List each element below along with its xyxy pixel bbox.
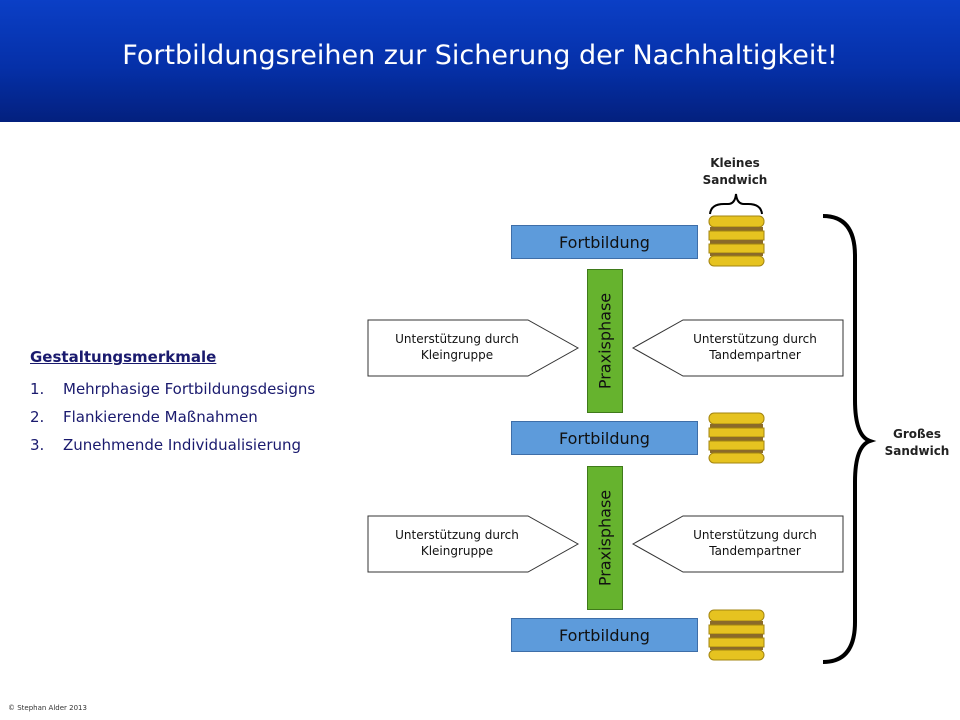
copyright-text: © Stephan Alder 2013 bbox=[8, 704, 87, 712]
big-brace bbox=[822, 214, 877, 664]
praxisphase-box-2: Praxisphase bbox=[587, 466, 623, 610]
fortbildung-box-3: Fortbildung bbox=[511, 618, 698, 652]
sandwich-icon bbox=[708, 412, 765, 464]
arrow-right-1 bbox=[631, 319, 844, 377]
praxisphase-box-1: Praxisphase bbox=[587, 269, 623, 413]
fortbildung-box-1: Fortbildung bbox=[511, 225, 698, 259]
small-brace bbox=[709, 193, 763, 215]
header-banner bbox=[0, 0, 960, 122]
support-left-2-label: Unterstützung durch Kleingruppe bbox=[395, 528, 519, 558]
arrow-right-2 bbox=[631, 515, 844, 573]
sandwich-icon bbox=[708, 609, 765, 661]
sandwich-icon bbox=[708, 215, 765, 267]
list-item: 3.Zunehmende Individualisierung bbox=[30, 436, 302, 454]
arrow-left-2 bbox=[367, 515, 580, 573]
support-left-1-label: Unterstützung durch Kleingruppe bbox=[395, 332, 519, 362]
fortbildung-box-2: Fortbildung bbox=[511, 421, 698, 455]
small-sandwich-label: Kleines Sandwich bbox=[702, 156, 768, 187]
page-title: Fortbildungsreihen zur Sicherung der Nac… bbox=[122, 40, 838, 71]
support-right-2-label: Unterstützung durch Tandempartner bbox=[693, 528, 817, 558]
features-list: 1.Mehrphasige Fortbildungsdesigns 2.Flan… bbox=[30, 380, 320, 455]
big-sandwich-label: Großes Sandwich bbox=[884, 427, 950, 458]
features-panel: Gestaltungsmerkmale 1.Mehrphasige Fortbi… bbox=[30, 348, 320, 464]
features-title: Gestaltungsmerkmale bbox=[30, 348, 217, 366]
support-right-1-label: Unterstützung durch Tandempartner bbox=[693, 332, 817, 362]
list-item: 2.Flankierende Maßnahmen bbox=[30, 408, 258, 426]
arrow-left-1 bbox=[367, 319, 580, 377]
list-item: 1.Mehrphasige Fortbildungsdesigns bbox=[30, 380, 316, 398]
